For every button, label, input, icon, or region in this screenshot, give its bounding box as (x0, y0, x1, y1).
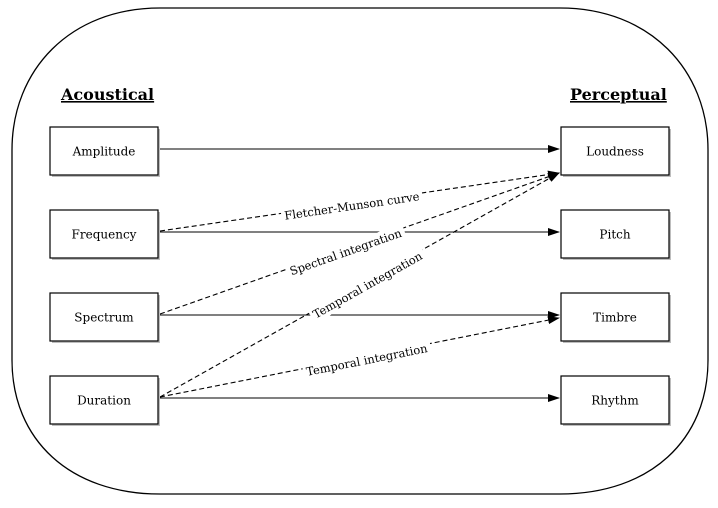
node-label-loudness: Loudness (586, 145, 644, 159)
node-loudness: Loudness (560, 126, 671, 177)
edge-label-background (307, 246, 429, 324)
node-box (560, 292, 670, 342)
node-box (49, 126, 159, 176)
node-amplitude: Amplitude (49, 126, 160, 177)
node-box (49, 292, 159, 342)
node-box (49, 209, 159, 259)
node-rhythm: Rhythm (560, 375, 671, 426)
heading-acoustical: Acoustical (60, 85, 154, 104)
node-label-frequency: Frequency (72, 228, 137, 242)
node-label-duration: Duration (77, 394, 131, 408)
node-label-amplitude: Amplitude (72, 145, 136, 159)
node-timbre: Timbre (560, 292, 671, 343)
node-box (560, 375, 670, 425)
outer-frame (11, 7, 709, 495)
edge-label-background (301, 339, 433, 381)
node-label-spectrum: Spectrum (74, 311, 134, 325)
heading-perceptual: Perceptual (570, 85, 667, 104)
node-box (560, 209, 670, 259)
node-pitch: Pitch (560, 209, 671, 260)
edge-label-group: Fletcher-Munson curve (280, 187, 424, 225)
edge-label-background (284, 223, 408, 281)
node-box (49, 375, 159, 425)
node-box (560, 126, 670, 176)
node-label-pitch: Pitch (599, 228, 630, 242)
edge-label-duration-to-timbre: Temporal integration (305, 341, 429, 379)
node-frequency: Frequency (49, 209, 160, 260)
node-label-timbre: Timbre (593, 311, 637, 325)
node-label-rhythm: Rhythm (591, 394, 639, 408)
edge-label-group: Temporal integration (301, 339, 433, 381)
node-duration: Duration (49, 375, 160, 426)
node-spectrum: Spectrum (49, 292, 160, 343)
edge-label-frequency-to-loudness: Fletcher-Munson curve (283, 189, 420, 222)
edge-label-background (280, 187, 424, 225)
